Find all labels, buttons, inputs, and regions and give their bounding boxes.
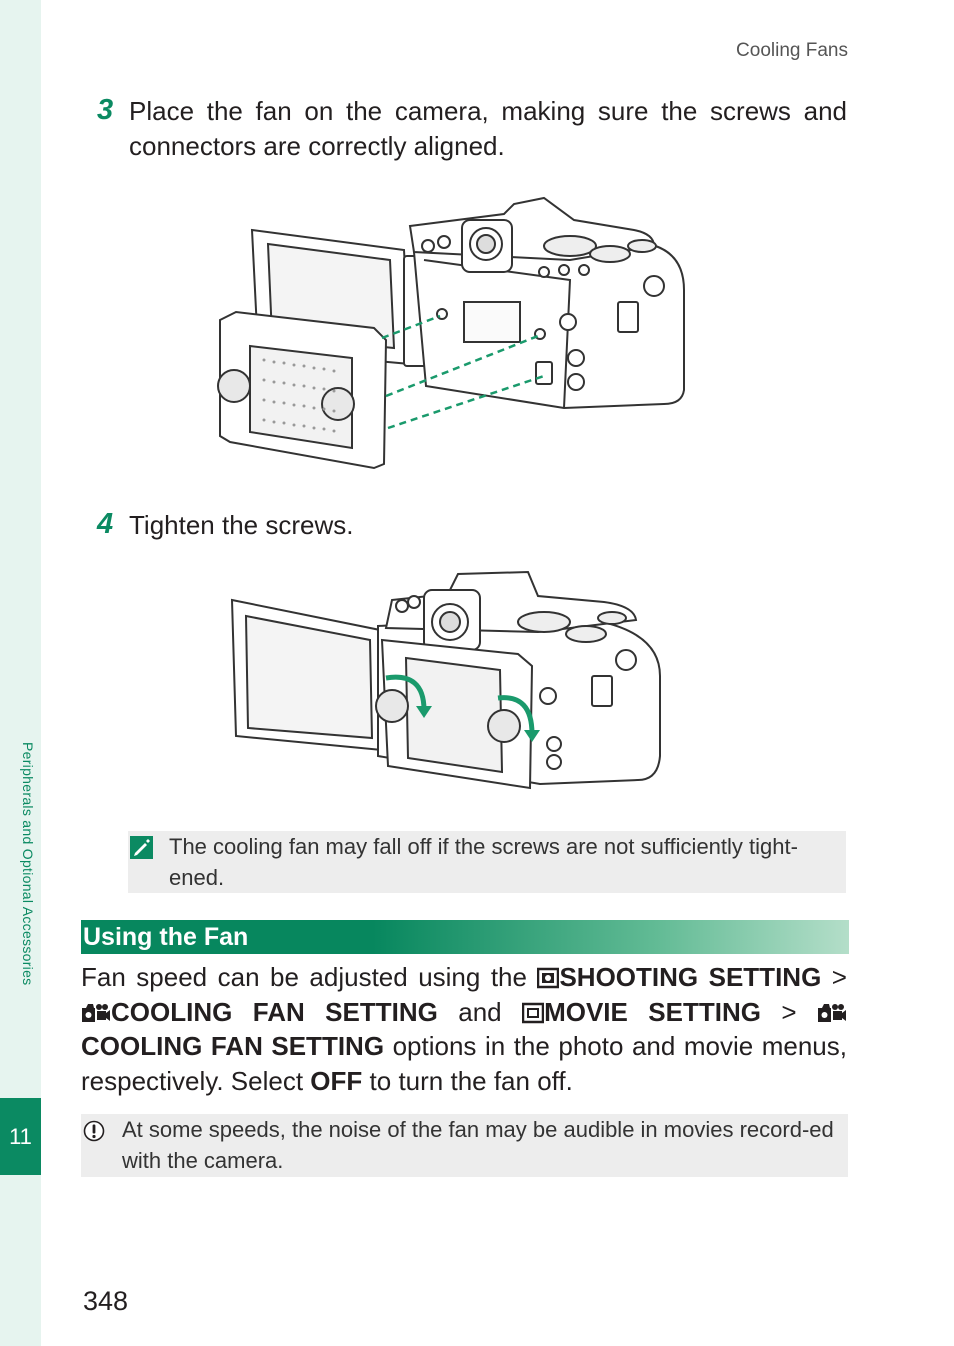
movie-setting-label: MOVIE SETTING (544, 996, 761, 1027)
para-text: options in the photo and movie menus, re… (81, 1031, 847, 1096)
separator: > (831, 962, 847, 992)
off-label: OFF (310, 1065, 363, 1096)
figure-tightening-screws (230, 570, 661, 790)
photo-movie-icon (818, 1003, 846, 1022)
caution-box: At some speeds, the noise of the fan may… (81, 1114, 848, 1177)
step-number: 4 (97, 508, 114, 540)
note-pencil-icon (130, 836, 153, 859)
step-3: 3 Place the fan on the camera, making su… (97, 94, 849, 166)
cooling-fan-setting-label: COOLING FAN SETTING (81, 1031, 385, 1061)
para-text: and (458, 996, 502, 1027)
note-text: The cooling fan may fall off if the scre… (169, 834, 798, 890)
running-header: Cooling Fans (736, 40, 848, 61)
chapter-number: 11 (9, 1123, 32, 1149)
section-title: Using the Fan (83, 923, 249, 951)
figure-placing-fan (217, 196, 685, 470)
note-box: The cooling fan may fall off if the scre… (128, 831, 846, 893)
shooting-menu-icon (537, 967, 560, 989)
para-text: Fan speed can be adjusted using the (81, 962, 527, 992)
step-text: Place the fan on the camera, making sure… (129, 96, 847, 161)
chapter-tab: 11 (0, 1098, 41, 1175)
cooling-fan-setting-label: COOLING FAN SETTING (111, 996, 438, 1027)
caution-text: At some speeds, the noise of the fan may… (122, 1117, 834, 1173)
separator: > (781, 996, 797, 1027)
chapter-label: Peripherals and Optional Accessories (20, 742, 36, 986)
movie-menu-icon (522, 1002, 545, 1023)
section-header: Using the Fan (81, 920, 849, 954)
photo-movie-icon (82, 1003, 110, 1022)
section-paragraph: Fan speed can be adjusted using the SHOO… (81, 960, 847, 1098)
shooting-setting-label: SHOOTING SETTING (559, 962, 822, 992)
step-number: 3 (97, 94, 114, 126)
step-4: 4 Tighten the screws. (97, 508, 849, 544)
page-number: 348 (83, 1286, 129, 1316)
caution-exclamation-icon (83, 1120, 105, 1142)
step-text: Tighten the screws. (129, 510, 354, 540)
para-text: to turn the fan off. (369, 1065, 573, 1096)
